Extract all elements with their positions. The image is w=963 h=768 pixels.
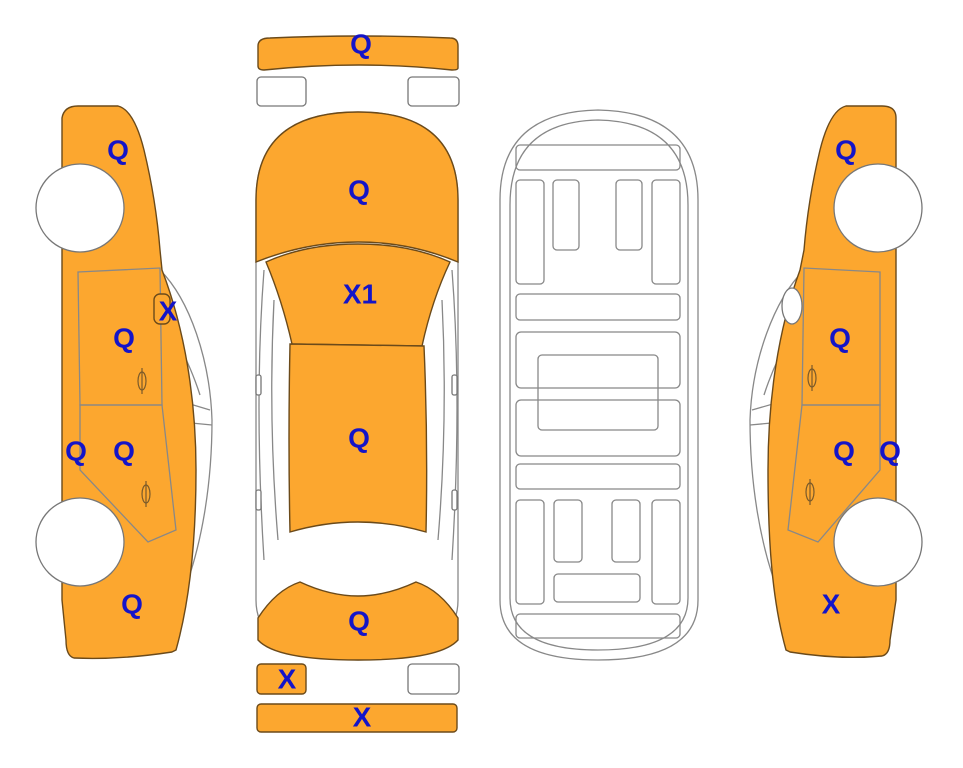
underbody-part-16 xyxy=(515,613,681,639)
left-rear-door-lock-icon xyxy=(141,481,151,507)
label-roof: Q xyxy=(348,422,370,453)
top-view xyxy=(255,35,460,733)
underbody-part-1 xyxy=(515,144,681,171)
underbody-part-9 xyxy=(515,399,681,457)
left-front-door-handle[interactable] xyxy=(153,293,171,325)
underbody-part-6 xyxy=(515,293,681,321)
underbody-part-7 xyxy=(515,331,681,389)
rear-right-light[interactable] xyxy=(407,663,460,695)
label-right-rear-quarter: X xyxy=(822,588,841,619)
underbody-part-4 xyxy=(615,179,643,251)
underbody-inner-outline xyxy=(509,119,689,651)
top-right-window xyxy=(437,269,458,561)
underbody-part-14 xyxy=(651,499,681,605)
front-right-light[interactable] xyxy=(407,76,460,107)
right-rear-door-lock-icon xyxy=(805,479,815,505)
top-left-mirror xyxy=(255,374,262,396)
left-front-door-lock-icon xyxy=(137,368,147,394)
label-left-rear-quarter: Q xyxy=(121,588,143,619)
right-front-door-lock-icon xyxy=(807,365,817,391)
right-front-wheel xyxy=(833,163,923,253)
underbody-part-8 xyxy=(537,354,659,431)
label-right-front-door: Q xyxy=(829,322,851,353)
right-rear-door-seam xyxy=(787,404,881,543)
underbody-part-10 xyxy=(515,463,681,490)
left-side-view xyxy=(35,105,213,660)
underbody-outline xyxy=(499,109,699,661)
underbody-part-11 xyxy=(515,499,545,605)
label-trunk: Q xyxy=(348,605,370,636)
top-left-window xyxy=(258,269,279,561)
label-front-bumper: Q xyxy=(350,28,372,59)
underbody-part-15 xyxy=(553,573,641,603)
windshield-roof-front[interactable] xyxy=(265,243,451,347)
label-rear-bumper: X xyxy=(353,701,372,732)
right-side-mirror xyxy=(781,287,803,325)
rear-left-light[interactable] xyxy=(256,663,307,695)
top-right-handle-rear xyxy=(451,489,458,511)
label-left-front-door: Q xyxy=(113,322,135,353)
right-side-view xyxy=(749,105,923,659)
label-left-rear-door: Q xyxy=(113,435,135,466)
label-windshield-roof-front: X1 xyxy=(343,278,377,309)
underbody-part-5 xyxy=(651,179,681,285)
left-front-wheel xyxy=(35,163,125,253)
underbody-view xyxy=(499,109,699,661)
underbody-part-12 xyxy=(553,499,583,563)
label-left-rocker: Q xyxy=(65,435,87,466)
top-left-handle-rear xyxy=(255,489,262,511)
underbody-part-2 xyxy=(515,179,545,285)
label-left-front-door-handle: X xyxy=(159,295,178,326)
top-right-mirror xyxy=(451,374,458,396)
underbody-part-13 xyxy=(611,499,641,563)
rear-bumper[interactable] xyxy=(256,703,458,733)
underbody-part-3 xyxy=(552,179,580,251)
label-left-front-fender: Q xyxy=(107,134,129,165)
left-rear-wheel xyxy=(35,497,125,587)
label-right-front-fender: Q xyxy=(835,134,857,165)
right-side-glass-outline xyxy=(749,269,805,601)
right-rear-wheel xyxy=(833,497,923,587)
roof[interactable] xyxy=(288,343,428,533)
trunk[interactable] xyxy=(257,581,459,661)
hood[interactable] xyxy=(255,111,459,264)
front-bumper[interactable] xyxy=(257,35,459,71)
label-hood: Q xyxy=(348,174,370,205)
left-rear-door-seam xyxy=(79,404,177,543)
label-rear-left-light: X xyxy=(278,663,297,694)
label-right-rocker: Q xyxy=(879,435,901,466)
label-right-rear-door: Q xyxy=(833,435,855,466)
damage-labels: Q X Q Q Q Q Q Q X1 Q Q X X Q Q Q Q X xyxy=(65,28,901,732)
front-left-light[interactable] xyxy=(256,76,307,107)
left-side-glass-outline xyxy=(159,269,213,601)
